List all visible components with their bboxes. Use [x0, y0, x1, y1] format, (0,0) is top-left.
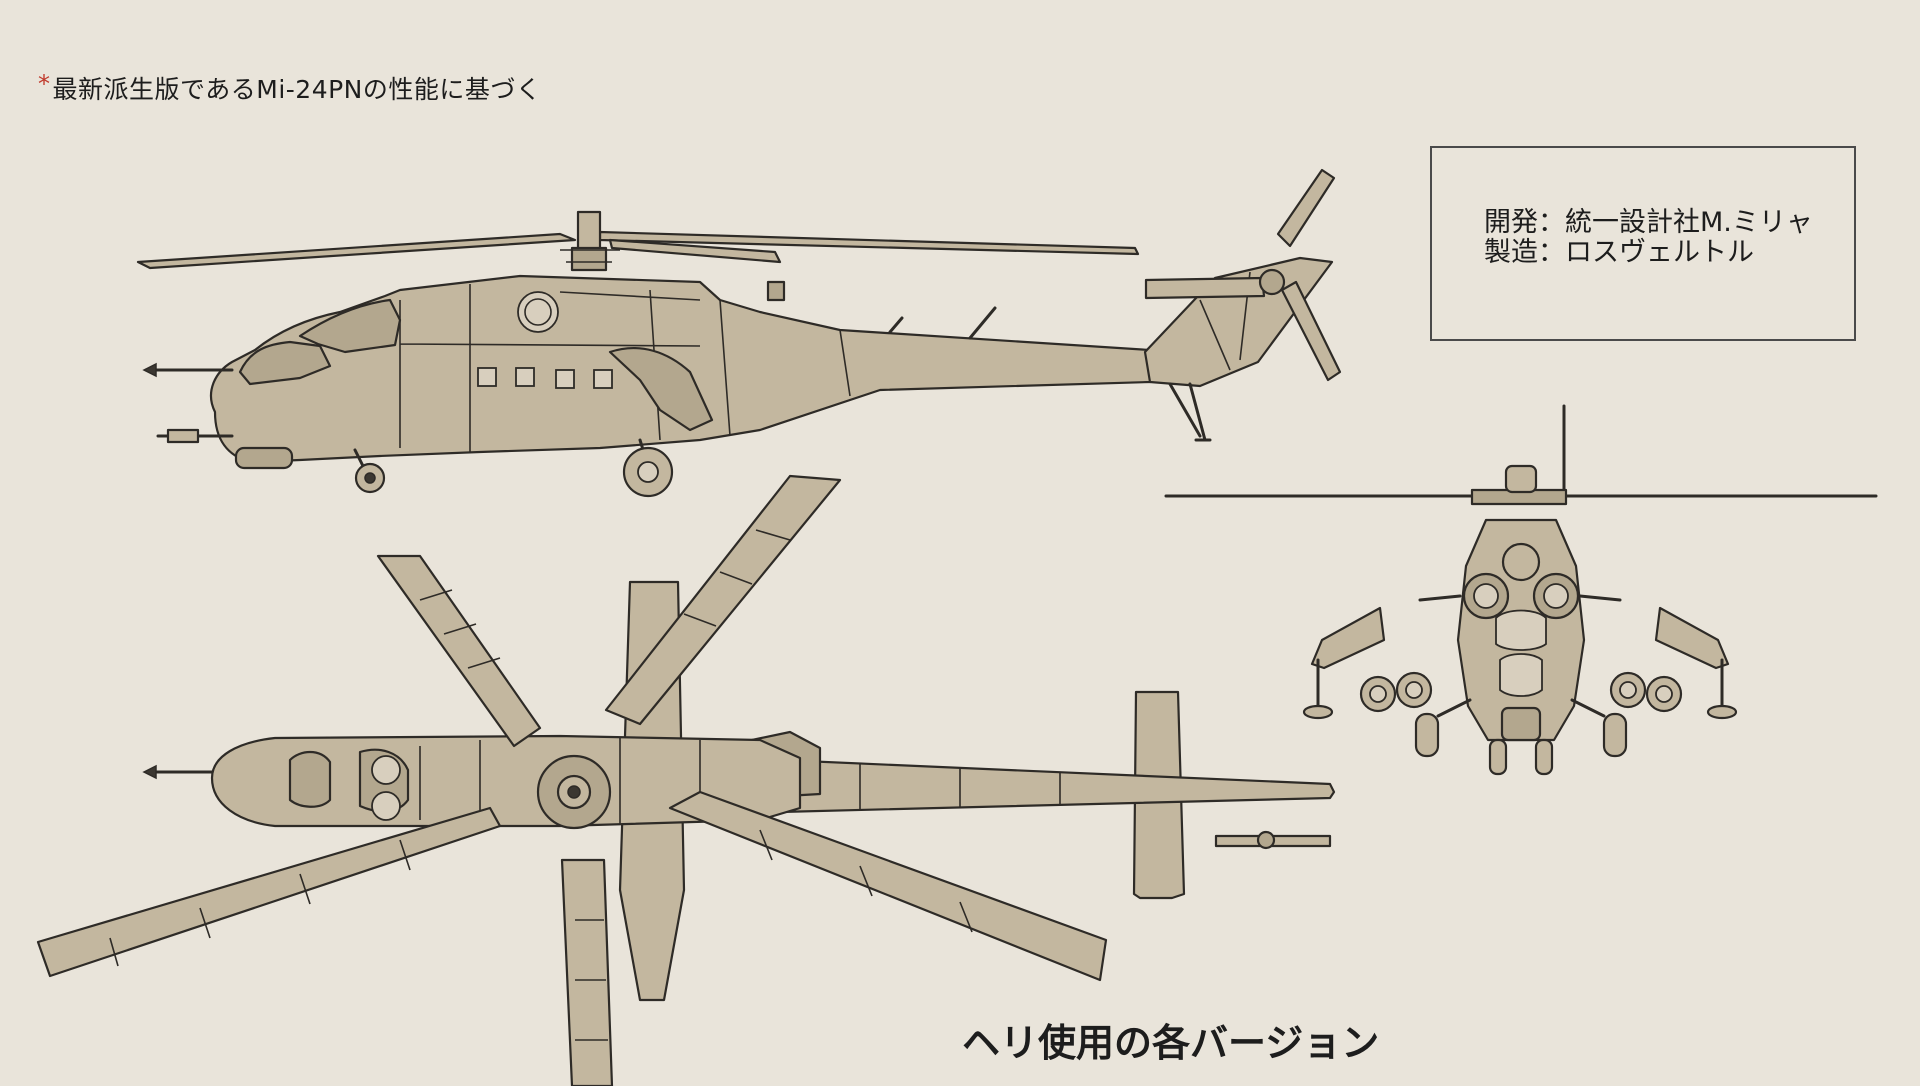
top-front-canopy: [288, 750, 332, 808]
developer-line: 開発：統一設計社M.ミリャ: [1484, 207, 1813, 238]
top-main-rotor: [36, 474, 1108, 1086]
side-rotor-blade-mid: [608, 238, 782, 264]
top-tail-boom: [778, 758, 1336, 814]
note-text: 最新派生版であるMi-24PNの性能に基づく: [52, 75, 542, 104]
side-window-4: [593, 369, 613, 389]
front-wheel-left: [1414, 712, 1440, 758]
side-beacon: [766, 280, 786, 302]
side-window-1: [477, 367, 497, 387]
top-rotor-blade-4: [560, 858, 614, 1086]
spec-note: *最新派生版であるMi-24PNの性能に基づく: [38, 70, 541, 106]
front-nose-turret: [1500, 706, 1542, 742]
side-rotor-hub: [570, 246, 608, 272]
top-rotor-blade-3: [668, 790, 1108, 982]
side-rotor-mast: [576, 210, 602, 254]
side-tail-rotor-blade-left: [1144, 276, 1266, 300]
front-wheel-right: [1602, 712, 1628, 758]
front-stub-wing-left: [1310, 606, 1386, 670]
side-tail-rotor-blade-up: [1276, 168, 1336, 248]
side-rear-canopy: [298, 298, 402, 354]
side-tail-rotor-blade-down: [1280, 280, 1342, 382]
side-nose-turret: [234, 446, 294, 470]
top-rotor-blade-1: [376, 554, 542, 748]
side-tail-skid: [1168, 382, 1212, 442]
side-stub-wing: [608, 347, 714, 432]
side-view: [136, 168, 1342, 498]
note-asterisk: *: [38, 70, 51, 98]
side-window-3: [555, 369, 575, 389]
top-view: [36, 474, 1336, 1086]
info-box: 開発：統一設計社M.ミリャ 製造：ロスヴェルトル: [1430, 146, 1856, 341]
side-engine-intake: [517, 291, 559, 333]
caption: ヘリ使用の各バージョン: [962, 1021, 1380, 1065]
side-window-2: [515, 367, 535, 387]
front-stub-wing-right: [1654, 606, 1730, 670]
manufacturer-line: 製造：ロスヴェルトル: [1484, 237, 1754, 268]
front-canopy-rear: [1495, 609, 1547, 651]
front-exhaust: [1501, 542, 1541, 582]
front-canopy-front: [1499, 653, 1543, 697]
front-view: [1164, 404, 1878, 776]
side-front-canopy: [238, 340, 332, 386]
side-rotor-blade-left: [136, 232, 577, 270]
side-tail-rotor-hub: [1258, 268, 1286, 296]
top-rotor-blade-5: [36, 806, 502, 978]
